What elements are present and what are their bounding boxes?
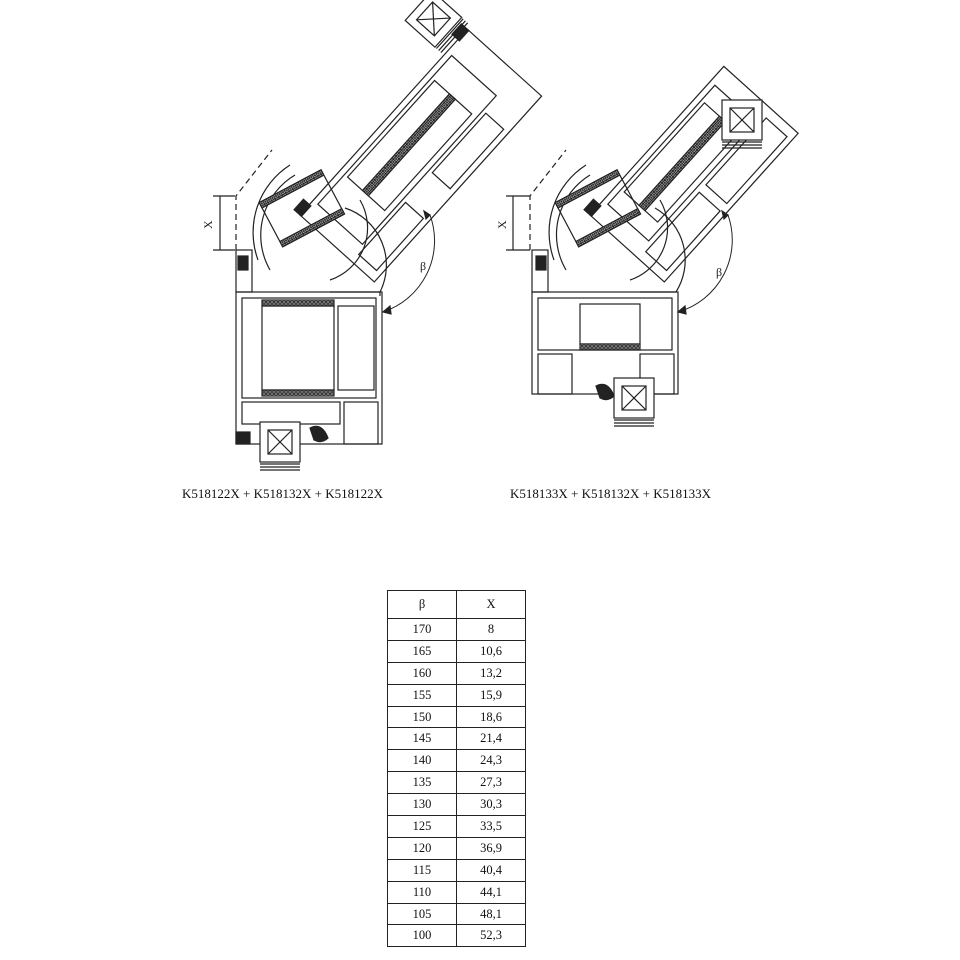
cell-x: 48,1 bbox=[456, 902, 526, 926]
profile-drawing-left: β X bbox=[201, 0, 543, 471]
cell-beta: 165 bbox=[387, 639, 457, 663]
cell-x: 52,3 bbox=[456, 924, 526, 948]
cell-beta: 130 bbox=[387, 793, 457, 817]
caption-right: K518133X + K518132X + K518133X bbox=[510, 486, 711, 501]
header-x: X bbox=[456, 590, 526, 619]
cell-x: 18,6 bbox=[456, 705, 526, 729]
cell-beta: 155 bbox=[387, 683, 457, 707]
dimension-label-x: X bbox=[201, 220, 215, 229]
cell-x: 21,4 bbox=[456, 727, 526, 751]
profile-drawing-right: β X bbox=[495, 65, 799, 427]
caption-left: K518122X + K518132X + K518122X bbox=[182, 486, 383, 501]
cell-beta: 110 bbox=[387, 880, 457, 904]
cell-x: 33,5 bbox=[456, 815, 526, 838]
cell-x: 8 bbox=[456, 618, 526, 641]
header-beta: β bbox=[387, 590, 457, 619]
cell-beta: 140 bbox=[387, 749, 457, 773]
cell-beta: 125 bbox=[387, 815, 457, 838]
dimension-label-x: X bbox=[495, 220, 509, 229]
cell-x: 36,9 bbox=[456, 836, 526, 860]
cell-beta: 150 bbox=[387, 705, 457, 729]
angle-label-beta: β bbox=[716, 265, 722, 279]
cell-x: 44,1 bbox=[456, 880, 526, 904]
cell-x: 27,3 bbox=[456, 771, 526, 795]
cell-beta: 170 bbox=[387, 618, 457, 641]
cell-x: 10,6 bbox=[456, 639, 526, 663]
profile-drawings: β X bbox=[201, 0, 799, 471]
cell-beta: 100 bbox=[387, 924, 457, 948]
cell-x: 24,3 bbox=[456, 749, 526, 773]
cell-beta: 160 bbox=[387, 661, 457, 685]
table-header-row: β X bbox=[387, 590, 526, 619]
angle-label-beta: β bbox=[420, 259, 426, 273]
cell-x: 13,2 bbox=[456, 661, 526, 685]
cell-beta: 145 bbox=[387, 727, 457, 751]
cell-beta: 135 bbox=[387, 771, 457, 795]
cell-x: 40,4 bbox=[456, 858, 526, 882]
cell-beta: 115 bbox=[387, 858, 457, 882]
cell-x: 30,3 bbox=[456, 793, 526, 817]
cell-beta: 120 bbox=[387, 836, 457, 860]
cell-x: 15,9 bbox=[456, 683, 526, 707]
cell-beta: 105 bbox=[387, 902, 457, 926]
